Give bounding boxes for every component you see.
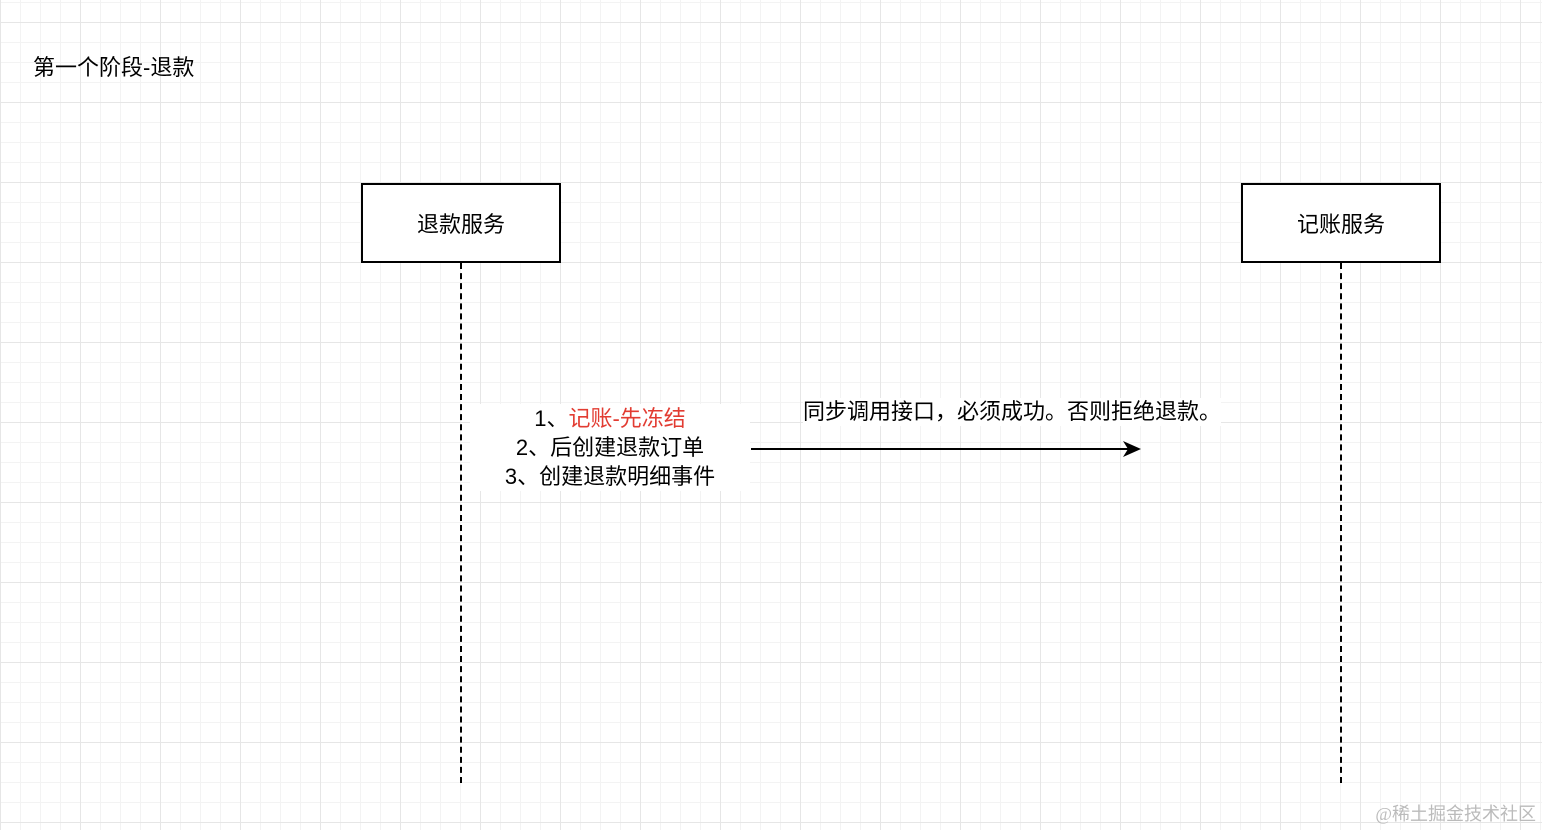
accounting-service-label: 记账服务: [1296, 212, 1385, 237]
accounting-service-lifeline: [1340, 263, 1342, 783]
watermark: @稀土掘金技术社区: [1375, 804, 1536, 824]
steps-note: 1、记账-先冻结 2、后创建退款订单 3、创建退款明细事件: [470, 404, 750, 491]
step-1-highlight: 记账-先冻结: [568, 406, 686, 431]
diagram-title: 第一个阶段-退款: [33, 55, 195, 80]
step-3: 3、创建退款明细事件: [504, 464, 716, 489]
accounting-service-box: 记账服务: [1241, 183, 1441, 263]
step-1-prefix: 1、: [534, 406, 569, 431]
refund-service-label: 退款服务: [416, 212, 505, 237]
step-1: 1、记账-先冻结: [470, 404, 750, 433]
refund-service-lifeline: [460, 263, 462, 783]
step-2: 2、后创建退款订单: [515, 435, 705, 460]
refund-service-box: 退款服务: [361, 183, 561, 263]
sync-call-message: 同步调用接口，必须成功。否则拒绝退款。: [803, 398, 1222, 426]
arrow-head-icon: [1123, 441, 1141, 457]
